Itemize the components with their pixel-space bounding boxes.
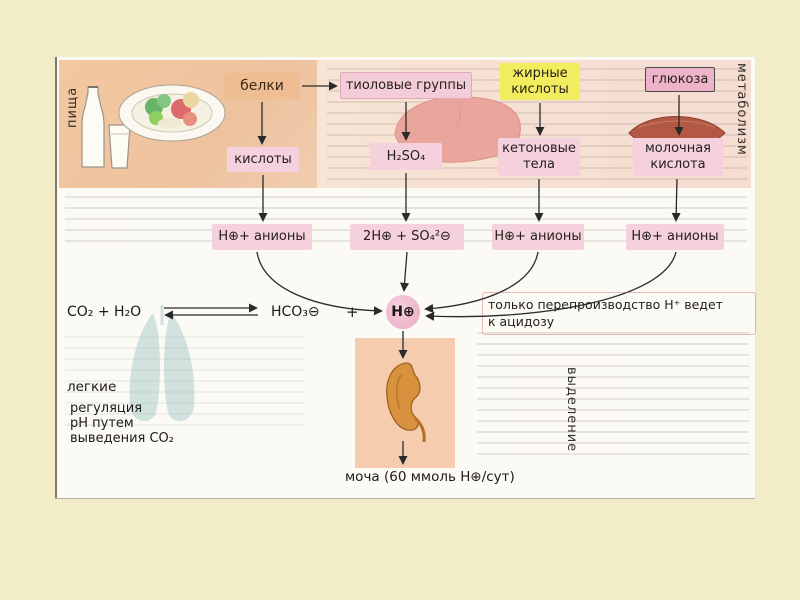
label-ph-regulation: регуляция pH путем выведения CO₂ — [70, 401, 174, 446]
node-glucose: глюкоза — [645, 67, 715, 92]
label-urine: моча (60 ммоль H⊕/сут) — [345, 469, 515, 485]
node-acids: кислоты — [227, 147, 299, 172]
label-food: пища — [65, 86, 80, 128]
label-lungs: легкие — [67, 379, 117, 395]
acidosis-note: только перепроизводство H⁺ ведет к ацидо… — [488, 297, 723, 329]
equation-bicarbonate: HCO₃⊖ — [271, 304, 320, 320]
label-excretion: выделение — [564, 367, 579, 453]
label-metabolism: метаболизм — [734, 63, 749, 156]
milk-bottle-icon — [81, 86, 105, 168]
arrow-anions3-proton — [424, 251, 539, 314]
node-anions-4: H⊕+ анионы — [626, 224, 724, 250]
food-plate-icon — [118, 84, 226, 142]
node-anions-3: H⊕+ анионы — [492, 224, 584, 250]
node-h2so4: H₂SO₄ — [370, 143, 442, 170]
kidney-icon — [386, 362, 426, 443]
scanned-diagram-page: пища метаболизм выделение белки тиоловые… — [55, 57, 756, 498]
node-anions-1: H⊕+ анионы — [212, 224, 312, 250]
faint-scan-text — [477, 329, 749, 459]
arrow-anions1-proton — [256, 251, 383, 316]
node-proteins: белки — [224, 73, 300, 99]
arrow-lactic-anions — [671, 178, 681, 222]
note-outline — [482, 292, 756, 335]
proton-circle: H⊕ — [386, 295, 420, 329]
node-lactic-acid: молочная кислота — [633, 138, 723, 176]
node-fatty-acids: жирные кислоты — [500, 63, 580, 100]
node-anions-2: 2H⊕ + SO₄²⊖ — [350, 224, 464, 250]
node-thiol-groups: тиоловые группы — [340, 72, 472, 99]
equation-plus-sign: + — [346, 303, 359, 321]
equation-co2-h2o: CO₂ + H₂O — [67, 304, 142, 320]
milk-glass-icon — [108, 124, 131, 169]
diagram-arrows — [164, 81, 684, 465]
arrow-anions4-proton — [425, 251, 677, 321]
diagram-artwork — [81, 84, 726, 443]
faint-scan-text — [65, 333, 305, 433]
arrow-anions2-proton — [400, 251, 410, 292]
node-ketone-bodies: кетоновые тела — [498, 138, 580, 176]
lungs-icon — [129, 305, 195, 422]
